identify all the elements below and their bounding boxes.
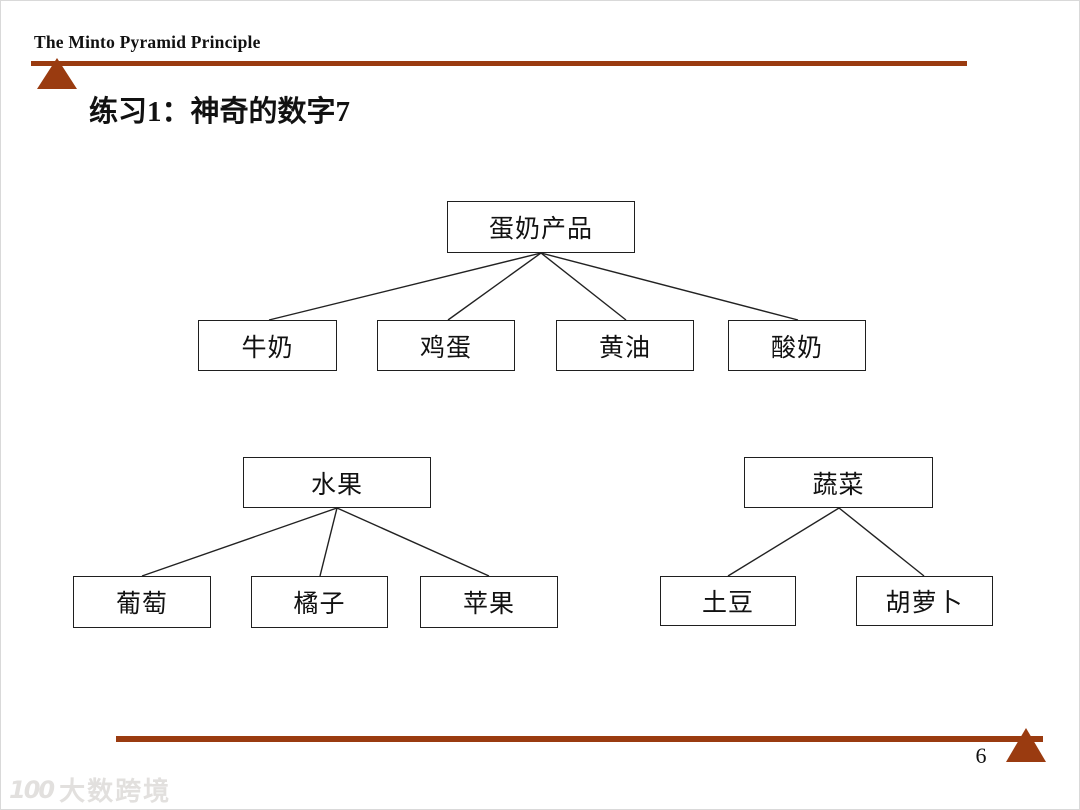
tree-node-egg: 鸡蛋 [377,320,515,371]
bottom-triangle-icon [1006,728,1046,762]
edge-fruit-grape [141,507,338,577]
edge-veg-potato [727,507,840,577]
tree-node-dairy-root: 蛋奶产品 [447,201,635,253]
edge-dairy-yogurt [540,252,799,321]
tree-node-carrot: 胡萝卜 [856,576,993,626]
tree-node-fruit-root: 水果 [243,457,431,508]
watermark: 100 大数跨境 [9,771,171,808]
top-rule-divider [31,61,967,66]
top-triangle-icon [37,58,77,89]
tree-node-vegetable-root: 蔬菜 [744,457,933,508]
edge-dairy-butter [540,252,627,321]
page-number: 6 [975,743,987,768]
tree-node-yogurt: 酸奶 [728,320,866,371]
watermark-text: 大数跨境 [59,777,172,807]
tree-node-grape: 葡萄 [73,576,211,628]
tree-node-orange: 橘子 [251,576,388,628]
page-title: 练习1：神奇的数字7 [89,96,351,128]
header-title: The Minto Pyramid Principle [34,32,261,52]
edge-veg-carrot [838,507,925,577]
edge-dairy-milk [268,252,542,321]
tree-node-apple: 苹果 [420,576,558,628]
tree-node-potato: 土豆 [660,576,796,626]
tree-node-milk: 牛奶 [198,320,337,371]
watermark-logo-icon: 100 [9,775,55,804]
tree-node-butter: 黄油 [556,320,694,371]
edge-fruit-apple [336,507,490,577]
bottom-rule-divider [116,736,1043,742]
edge-dairy-egg [447,252,542,321]
edge-fruit-orange [319,507,338,577]
